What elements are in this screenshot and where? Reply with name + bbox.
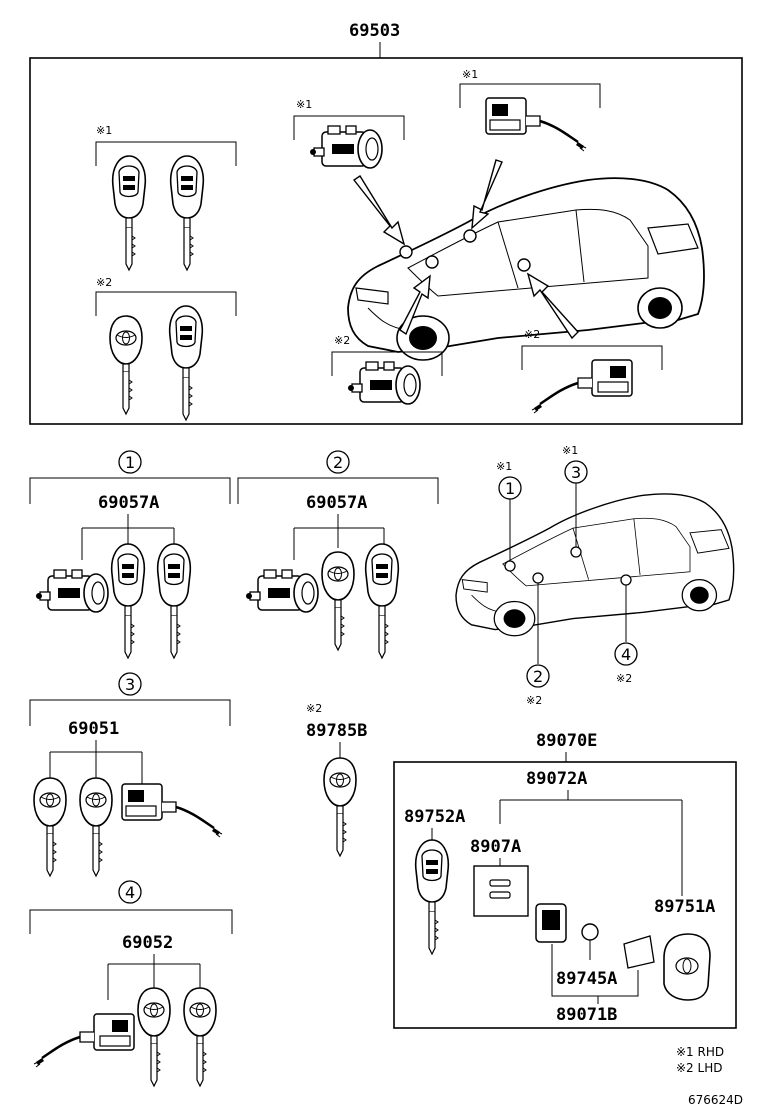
label-69057a-1: 69057A <box>98 493 159 513</box>
battery-holder-icon <box>535 903 567 943</box>
callout-arrows <box>352 159 579 340</box>
svg-text:※1: ※1 <box>496 460 512 473</box>
legend-lhd: ※2 LHD <box>676 1061 722 1075</box>
circle-2-label: 2 <box>333 453 343 472</box>
label-89070e: 89070E <box>536 731 597 751</box>
legend-rhd: ※1 RHD <box>676 1045 724 1059</box>
ignition-cylinder-icon <box>347 361 421 405</box>
door-lock-icon <box>120 782 224 839</box>
drawing-number: 676624D <box>688 1093 743 1107</box>
seal-icon <box>623 935 655 969</box>
transmitter-housing-icon <box>663 933 711 1001</box>
ignition-cylinder-icon <box>245 569 319 613</box>
circuit-board-icon <box>473 865 529 917</box>
car-callouts: ※1 1 ※1 3 2 ※2 4 ※2 <box>496 444 638 707</box>
svg-text:1: 1 <box>505 479 515 498</box>
plain-key-icon <box>183 987 217 1087</box>
circle-4-label: 4 <box>125 883 135 902</box>
location-dots <box>399 229 531 272</box>
remote-key-icon <box>110 543 146 659</box>
plain-key-icon <box>323 757 357 857</box>
remote-key-icon <box>414 839 450 955</box>
plain-key-icon <box>321 551 355 651</box>
door-lock-icon <box>32 1012 136 1069</box>
battery-icon <box>581 923 599 941</box>
circle-1 <box>118 450 142 474</box>
circle-1-label: 1 <box>125 453 135 472</box>
circle-4 <box>118 880 142 904</box>
label-89752a: 89752A <box>404 807 465 827</box>
remote-key-icon <box>111 155 147 271</box>
svg-text:※2: ※2 <box>526 694 542 707</box>
svg-text:※2: ※2 <box>616 672 632 685</box>
marker-89785b: ※2 <box>306 702 322 715</box>
label-69051: 69051 <box>68 719 119 739</box>
label-69503: 69503 <box>349 21 400 41</box>
label-89072a: 89072A <box>526 769 587 789</box>
remote-key-icon <box>364 543 400 659</box>
remote-key-icon <box>156 543 192 659</box>
marker-rhd-keys: ※1 <box>96 124 112 137</box>
marker-lhd-cylinder: ※2 <box>334 334 350 347</box>
marker-lhd-door: ※2 <box>524 328 540 341</box>
label-69052: 69052 <box>122 933 173 953</box>
svg-text:3: 3 <box>571 463 581 482</box>
svg-text:4: 4 <box>621 645 631 664</box>
label-89745a: 89745A <box>556 969 617 989</box>
remote-key-icon <box>169 155 205 271</box>
plain-key-icon <box>137 987 171 1087</box>
ignition-cylinder-icon <box>35 569 109 613</box>
marker-rhd-door: ※1 <box>462 68 478 81</box>
ignition-cylinder-icon <box>309 125 383 169</box>
plain-key-icon <box>109 315 143 415</box>
door-lock-icon <box>484 96 588 153</box>
svg-text:※1: ※1 <box>562 444 578 457</box>
label-69057a-2: 69057A <box>306 493 367 513</box>
marker-lhd-keys: ※2 <box>96 276 112 289</box>
remote-key-icon <box>168 305 204 421</box>
label-89751a: 89751A <box>654 897 715 917</box>
transmitter-frame <box>393 761 737 1029</box>
svg-text:2: 2 <box>533 667 543 686</box>
circle-3-label: 3 <box>125 675 135 694</box>
label-89071b: 89071B <box>556 1005 617 1025</box>
plain-key-icon <box>33 777 67 877</box>
label-8907a: 8907A <box>470 837 521 857</box>
marker-rhd-cylinder: ※1 <box>296 98 312 111</box>
door-lock-icon <box>530 358 634 415</box>
plain-key-icon <box>79 777 113 877</box>
circle-3 <box>118 672 142 696</box>
label-89785b: 89785B <box>306 721 367 741</box>
circle-2 <box>326 450 350 474</box>
car-illustration <box>455 493 735 637</box>
top-assembly-frame <box>29 57 743 425</box>
